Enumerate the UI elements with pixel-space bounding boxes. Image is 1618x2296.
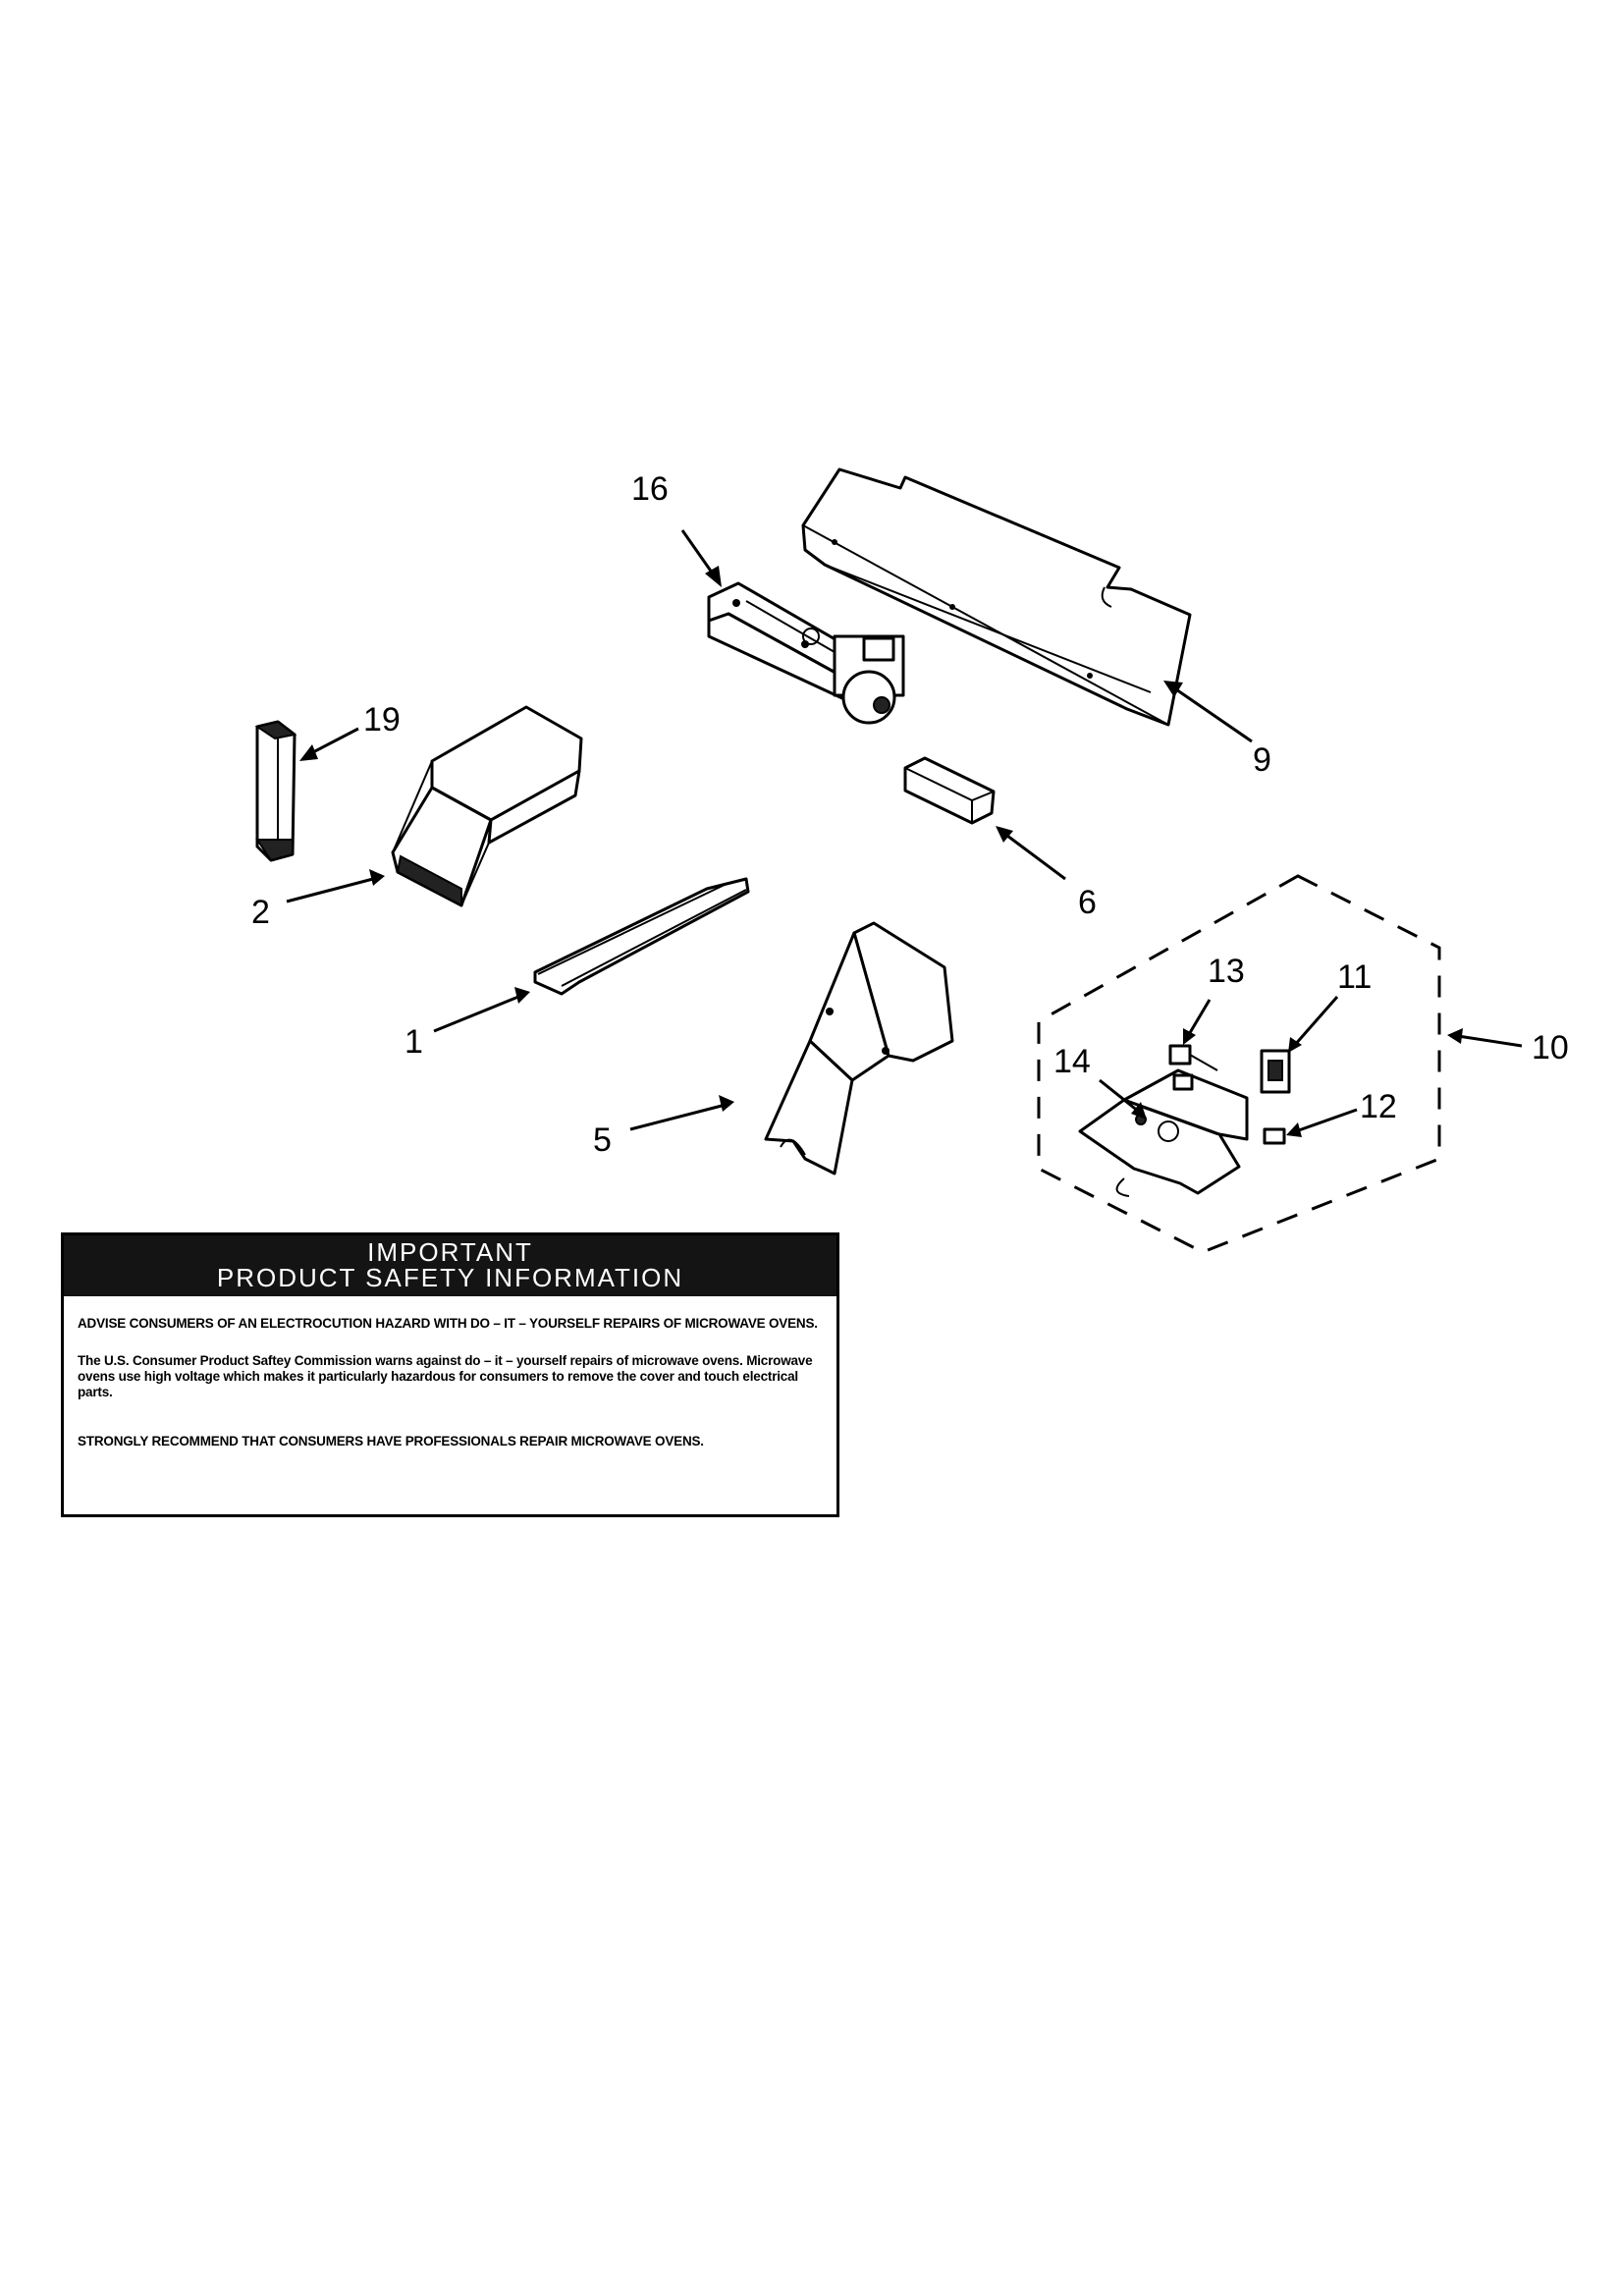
safety-paragraph-recommend: STRONGLY RECOMMEND THAT CONSUMERS HAVE P… — [78, 1434, 704, 1449]
callout-9: 9 — [1253, 741, 1271, 779]
callout-14: 14 — [1053, 1043, 1091, 1080]
callout-16: 16 — [631, 470, 669, 508]
callout-1: 1 — [404, 1023, 423, 1061]
callout-13: 13 — [1208, 953, 1245, 990]
part-19-bracket — [254, 720, 297, 862]
callout-labels: 16 9 19 2 6 1 13 11 10 14 12 5 — [251, 470, 1569, 1159]
part-10-assembly — [1037, 874, 1441, 1254]
callout-11: 11 — [1337, 958, 1372, 996]
part-16-assembly — [707, 581, 905, 725]
callout-5: 5 — [593, 1121, 612, 1159]
part-13-switch — [1168, 1044, 1218, 1071]
part-2-duct — [391, 705, 583, 907]
callout-12: 12 — [1360, 1088, 1397, 1125]
safety-header: IMPORTANT PRODUCT SAFETY INFORMATION — [64, 1235, 836, 1296]
part-1-strip — [533, 877, 750, 996]
part-12-switch — [1263, 1127, 1286, 1145]
safety-paragraph-commission: The U.S. Consumer Product Saftey Commiss… — [78, 1353, 813, 1399]
callout-19: 19 — [363, 701, 401, 738]
safety-title-line2: PRODUCT SAFETY INFORMATION — [216, 1263, 684, 1292]
callout-2: 2 — [251, 894, 270, 931]
part-6-block — [903, 756, 996, 825]
safety-title-line1: IMPORTANT — [367, 1237, 533, 1267]
safety-notice: IMPORTANT PRODUCT SAFETY INFORMATION ADV… — [61, 1232, 839, 1517]
safety-paragraph-advise: ADVISE CONSUMERS OF AN ELECTROCUTION HAZ… — [78, 1316, 818, 1331]
leader-lines — [286, 529, 1523, 1137]
part-9-bracket — [801, 467, 1192, 727]
part-11-switch — [1260, 1049, 1291, 1094]
callout-6: 6 — [1078, 884, 1097, 921]
callout-10: 10 — [1532, 1029, 1569, 1066]
part-5-bracket — [764, 921, 954, 1175]
